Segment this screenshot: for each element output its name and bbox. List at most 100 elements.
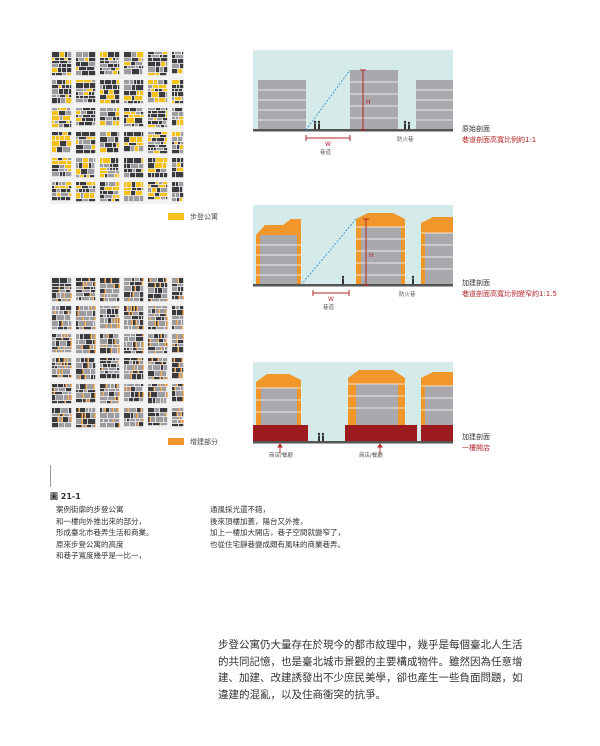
map-block (84, 393, 91, 399)
map-extension-mark (63, 293, 65, 299)
map-block (115, 392, 120, 397)
map-block (180, 306, 184, 310)
map-block (58, 197, 61, 201)
map-block (76, 408, 80, 413)
map-block (100, 164, 104, 168)
map-block (100, 112, 108, 117)
map-extension-mark (94, 340, 96, 345)
map-block (158, 392, 166, 398)
map-block (130, 282, 135, 286)
map-extension-mark (149, 417, 151, 423)
map-block (141, 101, 144, 104)
map-block (176, 55, 184, 59)
map-extension-mark (140, 408, 142, 413)
map-block (84, 89, 87, 92)
map-block (79, 311, 87, 317)
map-block (76, 108, 83, 111)
map-block (118, 384, 120, 389)
map-block (163, 89, 168, 92)
map-extension-mark (58, 290, 60, 293)
map-block (116, 68, 120, 71)
map-block (76, 150, 84, 154)
map-block (114, 108, 117, 112)
map-block (132, 85, 136, 91)
map-block (178, 287, 181, 292)
map-block (76, 140, 79, 145)
map-block (180, 316, 184, 320)
map-block (52, 186, 55, 189)
section-openshop-diagram (253, 362, 453, 454)
map-block (132, 58, 139, 62)
label-fire-lane: 防火巷 (397, 135, 414, 143)
map-block (155, 173, 160, 178)
building-right (416, 80, 453, 130)
map-block (56, 311, 59, 315)
map-extension-mark (137, 422, 139, 427)
map-block (159, 321, 166, 327)
map-block (158, 288, 163, 294)
map-extension-mark (157, 339, 159, 343)
map-block (87, 137, 93, 140)
map-block (127, 365, 135, 371)
map-block (86, 375, 91, 380)
map-block (148, 358, 153, 362)
map-block (52, 132, 59, 136)
map-block (109, 389, 116, 392)
map-block (100, 389, 105, 392)
map-block (57, 334, 62, 338)
map-block (179, 182, 184, 187)
map-block (177, 158, 181, 163)
map-block (172, 417, 180, 420)
map-extension-mark (151, 358, 153, 362)
map-block (52, 80, 57, 85)
map-block (79, 340, 86, 345)
map-extension-mark (70, 347, 72, 350)
map-block (178, 137, 183, 142)
map-extension-mark (70, 384, 72, 388)
map-block (152, 111, 158, 114)
map-extension-mark (116, 318, 118, 324)
map-extension-mark (180, 368, 182, 373)
map-block (148, 148, 151, 151)
map-block (89, 96, 96, 99)
caption-line: 原來步登公寓的高度 (56, 539, 124, 549)
map-extension-mark (136, 306, 138, 312)
map-extension-mark (118, 348, 120, 354)
map-block (155, 408, 160, 413)
map-block (76, 369, 84, 375)
map-block (113, 121, 116, 126)
map-block (55, 388, 59, 392)
map-block (76, 118, 82, 122)
map-block (141, 286, 144, 292)
map-block (127, 342, 133, 348)
map-block (148, 145, 156, 148)
map-block (112, 278, 120, 284)
map-block (179, 89, 183, 92)
map-block (62, 363, 65, 366)
map-block (52, 341, 56, 347)
map-block (142, 408, 144, 413)
map-block (136, 112, 141, 115)
map-block (148, 309, 152, 314)
map-extension-mark (94, 317, 96, 321)
map-block (127, 387, 131, 392)
map-block (157, 188, 161, 193)
map-extension-mark (130, 374, 132, 380)
map-block (172, 85, 177, 89)
map-extension-mark (69, 299, 71, 302)
map-block (89, 163, 92, 169)
map-block (76, 340, 79, 345)
map-block (160, 151, 168, 154)
map-block (79, 122, 85, 126)
map-block (62, 350, 65, 353)
map-block (159, 92, 166, 98)
map-block (172, 334, 178, 340)
map-block (165, 327, 168, 330)
map-block (86, 408, 89, 413)
map-block (151, 185, 159, 188)
map-extension-mark (142, 351, 144, 354)
map-block (79, 137, 87, 140)
map-block (161, 108, 166, 111)
map-block (176, 306, 180, 310)
map-block (152, 92, 159, 98)
